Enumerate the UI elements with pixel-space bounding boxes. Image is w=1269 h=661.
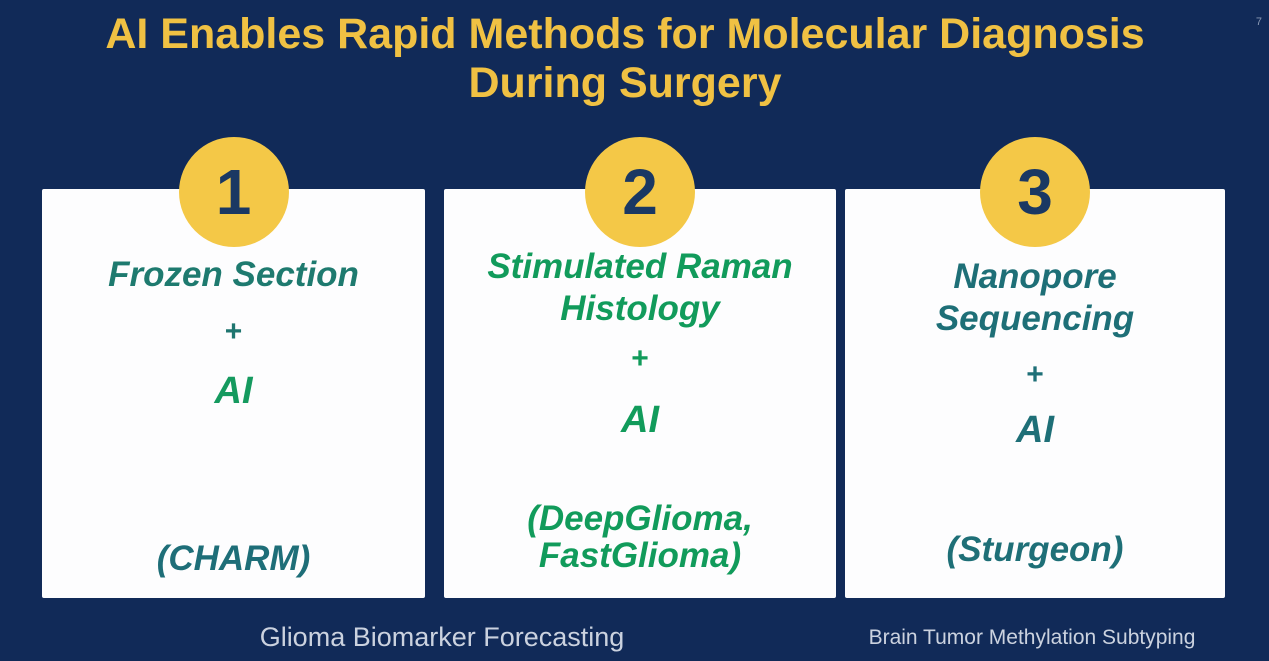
method-3-name-line2: Sequencing (935, 299, 1135, 338)
method-card-nanopore-sequencing: 3 Nanopore Sequencing + AI (Sturgeon) (845, 137, 1225, 598)
method-2-tool-line2: FastGlioma) (538, 536, 742, 575)
method-3-plus-sign: + (1026, 358, 1044, 391)
method-2-name-line2: Histology (560, 289, 720, 328)
method-3-tool-line1: (Sturgeon) (946, 530, 1124, 569)
footer-brain-tumor-methylation-subtyping: Brain Tumor Methylation Subtyping (868, 626, 1196, 649)
slide-title-line2: During Surgery (468, 59, 782, 107)
method-1-name-line1: Frozen Section (108, 255, 359, 294)
method-2-tool-name: (DeepGlioma, FastGlioma) (444, 500, 836, 574)
step-1-number: 1 (215, 156, 252, 228)
step-1-badge: 1 (178, 137, 289, 247)
method-3-ai-label: AI (1016, 409, 1054, 451)
method-2-name: Stimulated Raman Histology (444, 246, 836, 330)
method-card-frozen-section: 1 Frozen Section + AI (CHARM) (42, 137, 425, 598)
method-3-tool-name: (Sturgeon) (845, 531, 1225, 568)
step-3-badge: 3 (980, 137, 1090, 247)
slide-number: 7 (1255, 16, 1262, 28)
method-1-tool-name: (CHARM) (42, 540, 425, 577)
method-1-ai-label: AI (214, 370, 253, 412)
footer-glioma-biomarker-forecasting: Glioma Biomarker Forecasting (259, 622, 625, 652)
method-3-name: Nanopore Sequencing (845, 256, 1225, 340)
method-1-name: Frozen Section (42, 254, 425, 296)
slide-title-line1: AI Enables Rapid Methods for Molecular D… (105, 10, 1145, 58)
method-3-name-line1: Nanopore (953, 257, 1117, 296)
step-2-badge: 2 (585, 137, 695, 247)
method-2-name-line1: Stimulated Raman (487, 247, 793, 286)
step-2-number: 2 (622, 156, 658, 228)
method-2-plus-sign: + (631, 342, 649, 375)
slide-title: AI Enables Rapid Methods for Molecular D… (10, 10, 1240, 108)
method-2-tool-line1: (DeepGlioma, (527, 499, 753, 538)
method-2-ai-label: AI (621, 399, 659, 441)
step-3-number: 3 (1017, 156, 1053, 228)
method-1-plus-sign: + (224, 315, 243, 348)
method-1-tool-line1: (CHARM) (156, 539, 311, 578)
method-card-stimulated-raman-histology: 2 Stimulated Raman Histology + AI (DeepG… (444, 137, 836, 598)
